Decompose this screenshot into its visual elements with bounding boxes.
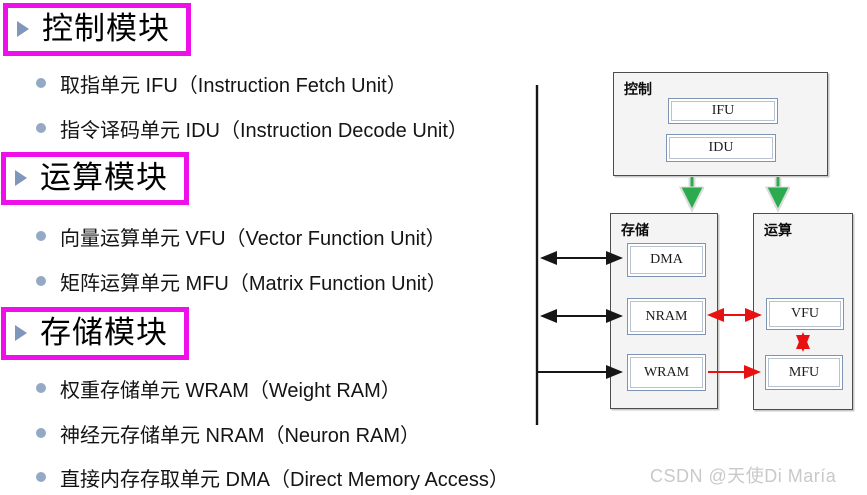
unit-label-nram: NRAM — [630, 301, 703, 332]
module-label-control: 控制 — [624, 81, 652, 97]
section-title: 运算模块 — [40, 160, 168, 195]
watermark: CSDN @天使Di María — [650, 466, 837, 486]
unit-label-vfu: VFU — [769, 301, 841, 327]
list-item-ifu: 取指单元 IFU（Instruction Fetch Unit） — [36, 70, 407, 97]
section-pointer-icon — [15, 169, 27, 186]
bullet-icon — [36, 383, 46, 393]
list-item-wram: 权重存储单元 WRAM（Weight RAM） — [36, 375, 401, 402]
diagram-module-control: 控制 IFU IDU — [613, 72, 828, 176]
list-item-text: 矩阵运算单元 MFU（Matrix Function Unit） — [60, 272, 447, 295]
bullet-icon — [36, 276, 46, 286]
list-item-text: 神经元存储单元 NRAM（Neuron RAM） — [60, 424, 421, 447]
diagram-unit-dma: DMA — [627, 243, 706, 277]
diagram-unit-mfu: MFU — [765, 355, 843, 390]
section-title: 控制模块 — [42, 11, 170, 46]
list-item-text: 向量运算单元 VFU（Vector Function Unit） — [60, 227, 446, 250]
list-item-text: 指令译码单元 IDU（Instruction Decode Unit） — [60, 119, 468, 142]
list-item-text: 取指单元 IFU（Instruction Fetch Unit） — [60, 74, 407, 97]
section-title: 存储模块 — [40, 315, 168, 350]
list-item-text: 权重存储单元 WRAM（Weight RAM） — [60, 379, 401, 402]
unit-label-dma: DMA — [630, 246, 703, 274]
diagram-module-compute: 运算 VFU MFU — [753, 213, 853, 410]
unit-label-mfu: MFU — [768, 358, 840, 387]
diagram-unit-nram: NRAM — [627, 298, 706, 335]
list-item-dma: 直接内存存取单元 DMA（Direct Memory Access） — [36, 464, 509, 491]
section-heading-storage: 存储模块 — [1, 307, 189, 360]
diagram-unit-idu: IDU — [666, 134, 776, 162]
section-heading-control: 控制模块 — [3, 3, 191, 56]
bullet-icon — [36, 123, 46, 133]
bullet-icon — [36, 472, 46, 482]
diagram-unit-vfu: VFU — [766, 298, 844, 330]
unit-label-ifu: IFU — [671, 101, 775, 121]
bullet-icon — [36, 231, 46, 241]
list-item-text: 直接内存存取单元 DMA（Direct Memory Access） — [60, 468, 509, 491]
module-label-storage: 存储 — [621, 222, 649, 238]
list-item-vfu: 向量运算单元 VFU（Vector Function Unit） — [36, 223, 446, 250]
section-heading-compute: 运算模块 — [1, 152, 189, 205]
diagram-module-storage: 存储 DMA NRAM WRAM — [610, 213, 718, 409]
list-item-idu: 指令译码单元 IDU（Instruction Decode Unit） — [36, 115, 468, 142]
unit-label-wram: WRAM — [630, 357, 703, 388]
list-item-nram: 神经元存储单元 NRAM（Neuron RAM） — [36, 420, 421, 447]
section-pointer-icon — [15, 324, 27, 341]
unit-label-idu: IDU — [669, 137, 773, 159]
list-item-mfu: 矩阵运算单元 MFU（Matrix Function Unit） — [36, 268, 447, 295]
bullet-icon — [36, 78, 46, 88]
diagram-unit-wram: WRAM — [627, 354, 706, 391]
diagram-unit-ifu: IFU — [668, 98, 778, 124]
bullet-icon — [36, 428, 46, 438]
section-pointer-icon — [17, 20, 29, 37]
module-label-compute: 运算 — [764, 222, 792, 238]
